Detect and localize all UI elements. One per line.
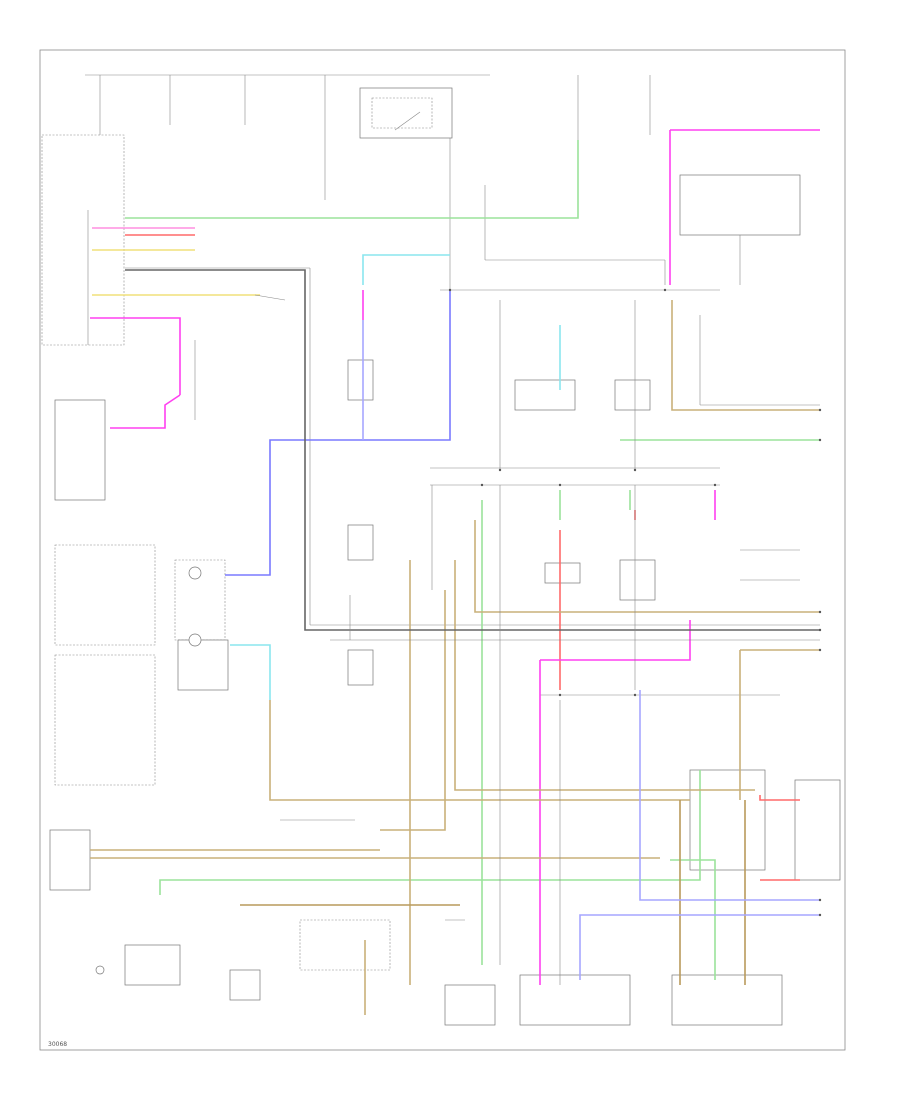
- left-main-ecu: [41, 134, 820, 626]
- diagram-frame: [39, 49, 846, 1051]
- colored-wires: [90, 129, 820, 1015]
- figure-id: 30068: [48, 1041, 67, 1048]
- components: [49, 359, 841, 1026]
- right-legend-block: [679, 174, 801, 285]
- thin-connections: [194, 294, 820, 985]
- top-power-sources: [85, 74, 666, 290]
- connector-pins: [448, 288, 822, 917]
